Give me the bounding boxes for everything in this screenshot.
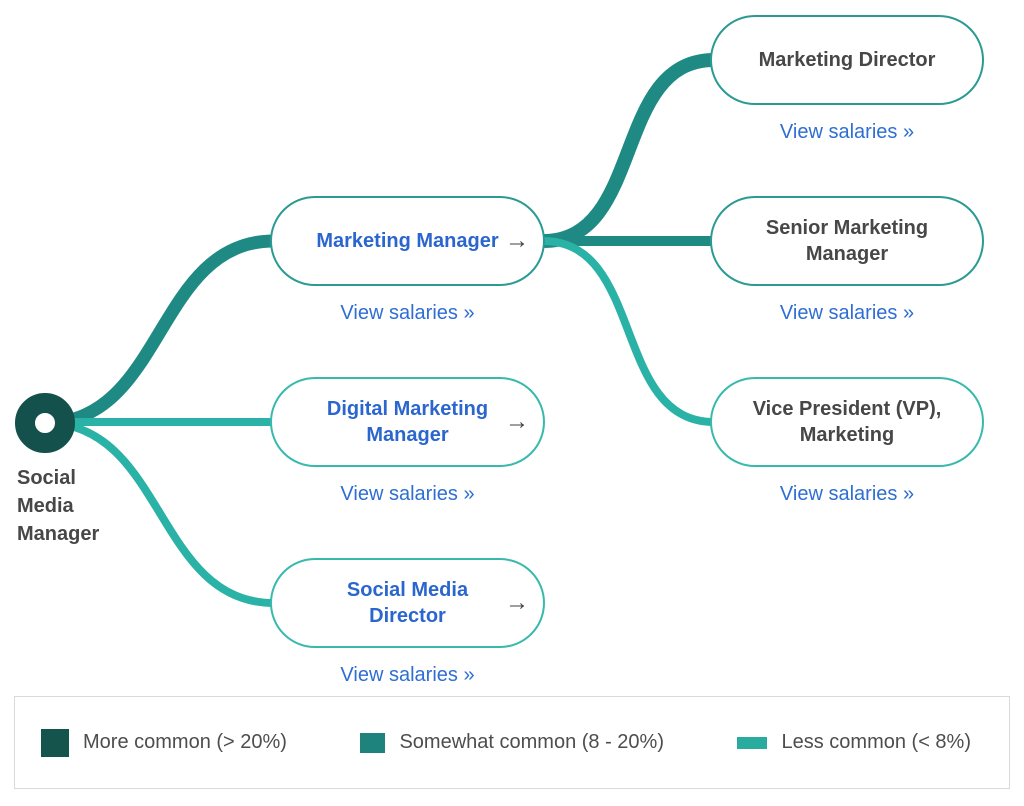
node-title-marketing-director: Marketing Director bbox=[758, 49, 936, 71]
legend-swatch-somewhat-common bbox=[360, 732, 386, 753]
legend-item-less-common: Less common (< 8%) bbox=[737, 731, 971, 754]
legend-swatch-more-common bbox=[41, 728, 69, 757]
legend-item-somewhat-common: Somewhat common (8 - 20%) bbox=[360, 731, 664, 754]
node-title-vp-marketing: Vice President (VP), Marketing bbox=[752, 398, 942, 446]
arrow-right-icon: → bbox=[505, 408, 529, 435]
arrow-right-icon: → bbox=[505, 589, 529, 616]
node-title-senior-marketing-manager: Senior Marketing Manager bbox=[765, 217, 929, 265]
node-marketing-director[interactable]: Marketing Director bbox=[710, 15, 984, 105]
root-node-label: Social Media Manager bbox=[17, 467, 100, 545]
legend-label-less-common: Less common (< 8%) bbox=[781, 731, 971, 753]
edge-root-to-social-media-director bbox=[44, 419, 275, 607]
node-social-media-director[interactable]: Social Media Director → bbox=[270, 558, 545, 648]
view-salaries-link-digital-marketing-manager[interactable]: View salaries » bbox=[340, 483, 475, 505]
legend-swatch-less-common bbox=[737, 736, 768, 749]
root-node-marker bbox=[15, 393, 75, 453]
edge-marketing-manager-to-marketing-director bbox=[542, 53, 715, 248]
node-title-marketing-manager[interactable]: Marketing Manager bbox=[316, 230, 499, 252]
legend-item-more-common: More common (> 20%) bbox=[41, 728, 287, 757]
edge-marketing-manager-to-vp-marketing bbox=[542, 237, 715, 426]
edge-root-to-marketing-manager bbox=[44, 234, 275, 430]
view-salaries-link-marketing-manager[interactable]: View salaries » bbox=[340, 302, 475, 324]
legend: More common (> 20%) Somewhat common (8 -… bbox=[14, 696, 1010, 789]
legend-label-somewhat-common: Somewhat common (8 - 20%) bbox=[399, 731, 664, 753]
node-title-digital-marketing-manager[interactable]: Digital Marketing Manager bbox=[326, 398, 489, 446]
view-salaries-link-vp-marketing[interactable]: View salaries » bbox=[779, 483, 915, 505]
view-salaries-link-senior-marketing-manager[interactable]: View salaries » bbox=[779, 302, 915, 324]
legend-label-more-common: More common (> 20%) bbox=[83, 731, 287, 753]
view-salaries-link-marketing-director[interactable]: View salaries » bbox=[779, 121, 915, 143]
view-salaries-link-social-media-director[interactable]: View salaries » bbox=[340, 664, 475, 686]
node-marketing-manager[interactable]: Marketing Manager → bbox=[270, 196, 545, 286]
node-senior-marketing-manager[interactable]: Senior Marketing Manager bbox=[710, 196, 984, 286]
node-vp-marketing[interactable]: Vice President (VP), Marketing bbox=[710, 377, 984, 467]
node-title-social-media-director[interactable]: Social Media Director bbox=[346, 579, 469, 627]
node-digital-marketing-manager[interactable]: Digital Marketing Manager → bbox=[270, 377, 545, 467]
arrow-right-icon: → bbox=[505, 227, 529, 254]
